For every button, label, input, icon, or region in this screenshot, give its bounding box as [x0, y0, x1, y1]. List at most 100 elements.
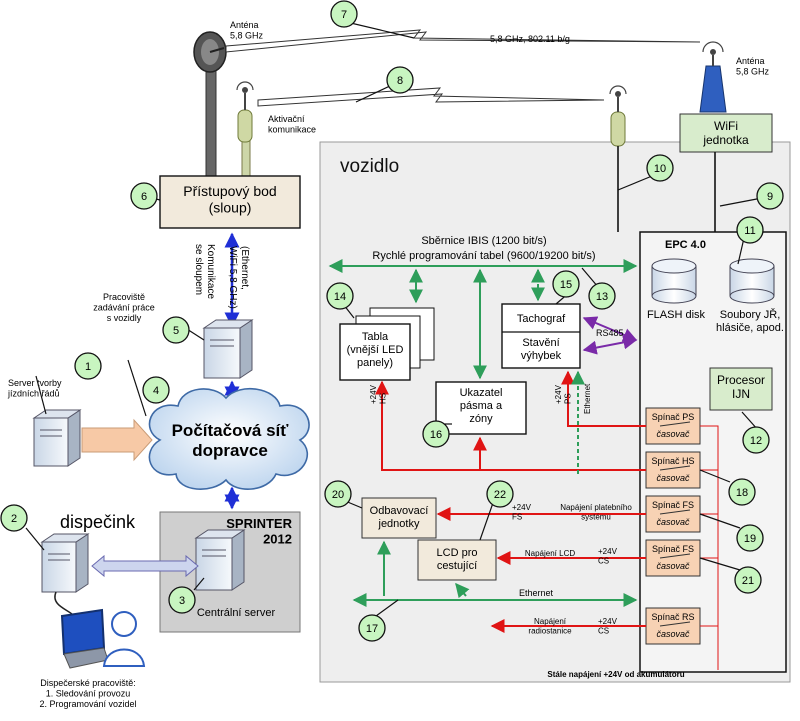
svg-text:1: 1 — [85, 361, 91, 373]
user-icon — [102, 611, 146, 667]
antenna-icon — [236, 81, 254, 143]
svg-text:7: 7 — [341, 9, 347, 21]
svg-text:19: 19 — [744, 533, 756, 545]
callout-17: 17 — [358, 614, 386, 642]
svg-text:18: 18 — [736, 487, 748, 499]
switch-title: Spínač RS — [651, 612, 694, 622]
callout-9: 9 — [756, 182, 784, 210]
callout-12: 12 — [742, 426, 770, 454]
switch-sub: časovač — [656, 561, 690, 571]
switch-title: Spínač FS — [652, 500, 694, 510]
switch-title: Spínač FS — [652, 544, 694, 554]
antenna-icon — [609, 85, 627, 147]
procesor-box — [709, 367, 773, 411]
antenna-icon — [699, 41, 727, 113]
switch-3: Spínač FS časovač — [645, 495, 701, 533]
lightning-link-icon — [257, 87, 605, 107]
callout-13: 13 — [588, 282, 616, 310]
vehicle-label: vozidlo — [340, 156, 399, 177]
napajeni-lcd-label: Napájení LCD — [525, 549, 575, 558]
ethernet-lcd-line — [455, 582, 470, 599]
server-icon — [32, 409, 82, 467]
stale-label: Stále napájení +24V od akumulátoru — [547, 670, 684, 679]
cloud-icon — [148, 388, 310, 490]
access-point-label: Přístupový bod(sloup) — [183, 183, 276, 216]
svg-text:20: 20 — [332, 489, 344, 501]
callout-4: 4 — [142, 376, 170, 404]
svg-text:3: 3 — [179, 595, 185, 607]
callout-7: 7 — [330, 0, 358, 28]
central-server-label: Centrální server — [197, 607, 276, 619]
access-point-box — [159, 175, 301, 229]
tachograf-box — [501, 303, 581, 369]
tachograf-label: Tachograf — [517, 313, 566, 325]
svg-text:9: 9 — [767, 191, 773, 203]
switch-1: Spínač PS časovač — [645, 407, 701, 445]
svg-text:22: 22 — [494, 489, 506, 501]
callout-18: 18 — [728, 478, 756, 506]
disk-icon — [729, 258, 775, 304]
server-icon — [194, 529, 246, 591]
svg-text:17: 17 — [366, 623, 378, 635]
callout-1: 1 — [74, 352, 102, 380]
monitor-icon — [60, 608, 109, 669]
server1-cloud-arrow — [81, 418, 153, 462]
callout-6: 6 — [130, 182, 158, 210]
switch-5: Spínač RS časovač — [645, 607, 701, 645]
disk-icon — [651, 258, 697, 304]
monitor-cable — [54, 591, 75, 617]
svg-text:16: 16 — [430, 429, 442, 441]
switch-sub: časovač — [656, 429, 690, 439]
svg-text:13: 13 — [596, 291, 608, 303]
svg-text:6: 6 — [141, 191, 147, 203]
switch-sub: časovač — [656, 629, 690, 639]
callout-10: 10 — [646, 154, 674, 182]
svg-text:10: 10 — [654, 163, 666, 175]
dispecink-label: dispečink — [60, 512, 136, 532]
link-7-label: 5,8 GHz, 802.11 b/g — [490, 34, 570, 44]
callout-19: 19 — [736, 524, 764, 552]
ethernet-wifi-label: (Ethernet,WiFi 5,8 GHz) — [227, 246, 250, 309]
svg-text:5: 5 — [173, 325, 179, 337]
switch-4: Spínač FS časovač — [645, 539, 701, 577]
files-label: Soubory JŘ,hlásiče, apod. — [716, 308, 784, 334]
svg-text:14: 14 — [334, 291, 346, 303]
komunikace-label: Komunikacese sloupem — [193, 244, 216, 299]
switch-sub: časovač — [656, 517, 690, 527]
svg-text:2: 2 — [11, 513, 17, 525]
svg-text:4: 4 — [153, 385, 159, 397]
switch-title: Spínač PS — [652, 412, 695, 422]
svg-text:12: 12 — [750, 435, 762, 447]
epc-label: EPC 4.0 — [665, 239, 706, 251]
tables-box — [339, 323, 411, 381]
wifi-unit — [679, 113, 773, 153]
lightning-link-icon — [225, 29, 701, 53]
svg-text:21: 21 — [742, 575, 754, 587]
odbav-box — [361, 497, 437, 539]
hs-power-label: +24VHS — [369, 384, 387, 404]
rs485-label: RS485 — [596, 328, 624, 338]
antenna-dish-icon — [193, 31, 227, 73]
ibis-label: Sběrnice IBIS (1200 bit/s) — [421, 235, 546, 247]
